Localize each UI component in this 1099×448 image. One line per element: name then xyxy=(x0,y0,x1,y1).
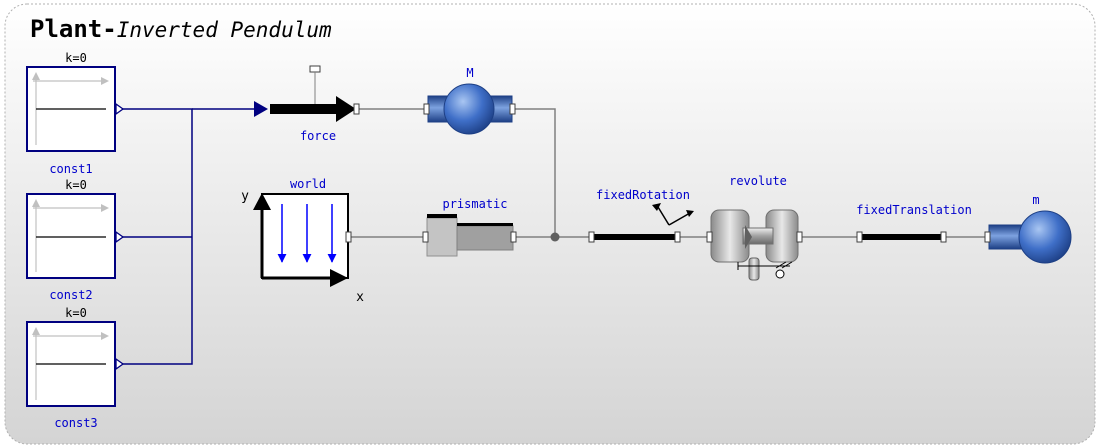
const1-param: k=0 xyxy=(65,51,87,65)
fixed-translation-port-b[interactable] xyxy=(940,231,947,243)
world-x-arrow xyxy=(330,269,348,287)
fixed-rotation-port-b[interactable] xyxy=(674,231,681,243)
const2-yaxis-arrow xyxy=(32,199,40,207)
world-y-arrow xyxy=(253,193,271,210)
const2-param: k=0 xyxy=(65,178,87,192)
fixed-rotation[interactable]: fixedRotation xyxy=(588,188,694,243)
revolute-shaft xyxy=(742,227,774,245)
prismatic-housing xyxy=(426,217,458,257)
prismatic-label: prismatic xyxy=(442,197,507,211)
title-bold: Plant- xyxy=(30,15,117,43)
pendulum-mass-m[interactable]: m xyxy=(984,193,1072,264)
prismatic-slider xyxy=(456,225,514,251)
prismatic-joint[interactable]: prismatic xyxy=(422,197,517,257)
const1-xaxis-arrow xyxy=(101,77,109,85)
mass-port[interactable] xyxy=(984,231,991,243)
revolute-support-port[interactable] xyxy=(775,269,785,279)
fixed-rotation-label: fixedRotation xyxy=(596,188,690,202)
const2-block[interactable]: k=0 const2 xyxy=(26,178,125,302)
rotation-frame-y xyxy=(668,212,691,226)
fixed-rotation-port-a[interactable] xyxy=(588,231,595,243)
const3-param: k=0 xyxy=(65,306,87,320)
fixed-translation-bar xyxy=(861,234,941,240)
const1-output-port[interactable] xyxy=(115,102,125,116)
fixed-translation-port-a[interactable] xyxy=(856,231,863,243)
revolute-hatch-2 xyxy=(781,261,793,269)
world-block[interactable]: world y x xyxy=(241,177,364,305)
revolute-port-a[interactable] xyxy=(706,231,713,243)
mass-label: m xyxy=(1032,193,1039,207)
const1-label: const1 xyxy=(49,162,92,176)
const2-xaxis-arrow xyxy=(101,204,109,212)
force-flange[interactable] xyxy=(353,103,360,115)
fixed-rotation-bar xyxy=(593,234,675,240)
diagram-background xyxy=(4,3,1096,445)
motor-port-left[interactable] xyxy=(423,103,430,115)
motor-label: M xyxy=(466,66,473,80)
revolute-axis-flange[interactable] xyxy=(748,257,760,281)
revolute-label: revolute xyxy=(729,174,787,188)
title-italic: Inverted Pendulum xyxy=(117,18,332,42)
fixed-translation[interactable]: fixedTranslation xyxy=(856,203,972,243)
force-input-connector[interactable] xyxy=(309,65,321,73)
const3-label: const3 xyxy=(54,416,97,430)
const1-block[interactable]: k=0 const1 xyxy=(26,51,125,176)
const2-output-port[interactable] xyxy=(115,230,125,244)
revolute-port-b[interactable] xyxy=(796,231,803,243)
const3-yaxis-arrow xyxy=(32,327,40,335)
force-arrowhead xyxy=(336,96,356,122)
const1-yaxis-arrow xyxy=(32,72,40,80)
force-bar xyxy=(270,104,338,114)
junction-dot xyxy=(550,232,560,242)
prismatic-port-a[interactable] xyxy=(422,231,429,243)
motor-ball xyxy=(443,83,495,135)
motor-port-right[interactable] xyxy=(509,103,516,115)
mass-ball xyxy=(1018,210,1072,264)
const3-xaxis-arrow xyxy=(101,332,109,340)
prismatic-housing-top xyxy=(427,214,457,218)
signal-wires xyxy=(122,108,256,365)
world-axis-y-label: y xyxy=(241,189,249,204)
prismatic-port-b[interactable] xyxy=(510,231,517,243)
diagram-title: Plant-Inverted Pendulum xyxy=(30,15,332,43)
const3-block[interactable]: k=0 const3 xyxy=(26,306,125,430)
revolute-hatch-1 xyxy=(775,261,787,269)
motor-mass-M[interactable]: M xyxy=(423,66,516,135)
world-frame-port[interactable] xyxy=(345,231,352,243)
force-signal-input[interactable] xyxy=(254,101,268,117)
rotation-frame-x-arrow xyxy=(652,203,661,211)
rotation-frame-y-arrow xyxy=(686,210,694,217)
force-block[interactable]: force xyxy=(254,65,360,143)
revolute-joint[interactable]: revolute xyxy=(706,174,803,281)
revolute-cone xyxy=(745,225,752,249)
world-label: world xyxy=(290,177,326,191)
mechanical-wires xyxy=(351,108,985,242)
const3-output-port[interactable] xyxy=(115,357,125,371)
rotation-frame-x xyxy=(657,206,670,226)
prismatic-slider-top xyxy=(457,223,513,226)
const2-label: const2 xyxy=(49,288,92,302)
fixed-translation-label: fixedTranslation xyxy=(856,203,972,217)
wire-motor-junction xyxy=(514,108,556,237)
world-box[interactable] xyxy=(261,193,349,279)
force-label: force xyxy=(300,129,336,143)
world-axis-x-label: x xyxy=(356,290,364,305)
